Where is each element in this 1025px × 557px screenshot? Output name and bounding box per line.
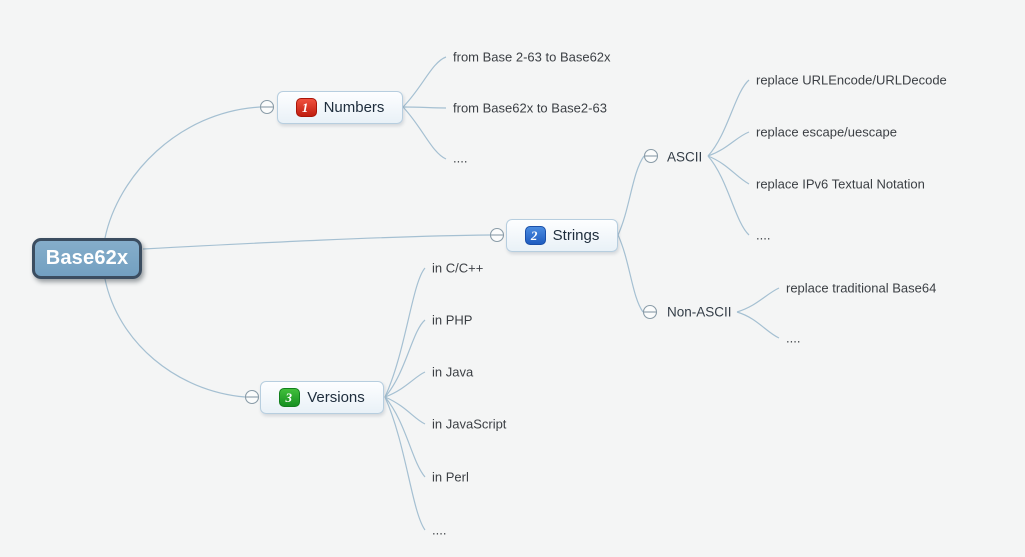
connector-strings-nonascii bbox=[617, 234, 644, 313]
leaf-topic[interactable]: replace URLEncode/URLDecode bbox=[756, 72, 947, 88]
leaf-topic[interactable]: replace IPv6 Textual Notation bbox=[756, 176, 925, 192]
root-label: Base62x bbox=[45, 247, 129, 269]
collapse-icon-ascii[interactable] bbox=[643, 148, 659, 164]
connector-ascii-leaf bbox=[707, 155, 750, 185]
connector-root-numbers bbox=[104, 106, 261, 239]
root-node-base62x[interactable]: Base62x bbox=[32, 238, 142, 279]
collapse-icon-versions[interactable] bbox=[244, 389, 260, 405]
connector-versions-leaf bbox=[384, 267, 426, 398]
connector-ascii-leaf bbox=[707, 155, 750, 236]
leaf-topic[interactable]: from Base 2-63 to Base62x bbox=[453, 49, 611, 65]
connector-ascii-leaf bbox=[707, 131, 750, 157]
connector-versions-leaf bbox=[384, 319, 426, 398]
connector-versions-leaf bbox=[384, 396, 426, 425]
leaf-topic[interactable]: in Perl bbox=[432, 469, 469, 485]
branch-node-strings[interactable]: 2 Strings bbox=[506, 219, 618, 252]
connector-nonascii-leaf bbox=[736, 287, 780, 313]
connector-strings-ascii bbox=[617, 155, 645, 236]
leaf-topic[interactable]: in JavaScript bbox=[432, 416, 507, 432]
leaf-topic[interactable]: .... bbox=[756, 227, 771, 243]
connector-versions-leaf bbox=[384, 371, 426, 398]
branch-node-versions[interactable]: 3 Versions bbox=[260, 381, 384, 414]
branch-label: Strings bbox=[552, 227, 600, 244]
connector-root-versions bbox=[104, 278, 246, 398]
connector-nonascii-leaf bbox=[736, 311, 780, 339]
leaf-topic[interactable]: replace traditional Base64 bbox=[786, 280, 937, 296]
connector-root-strings bbox=[142, 234, 491, 250]
connector-numbers-leaf bbox=[402, 56, 447, 108]
connector-ascii-leaf bbox=[707, 79, 750, 157]
priority-3-icon[interactable]: 3 bbox=[279, 388, 301, 407]
branch-label: Versions bbox=[307, 389, 365, 406]
leaf-topic[interactable]: .... bbox=[453, 150, 468, 166]
connector-versions-leaf bbox=[384, 396, 426, 531]
leaf-topic[interactable]: replace escape/uescape bbox=[756, 124, 897, 140]
priority-1-icon[interactable]: 1 bbox=[295, 98, 317, 117]
subtopic-ascii[interactable]: ASCII bbox=[667, 149, 703, 165]
collapse-icon-strings[interactable] bbox=[489, 227, 505, 243]
leaf-topic[interactable]: in Java bbox=[432, 364, 474, 380]
collapse-icon-nonascii[interactable] bbox=[642, 304, 658, 320]
priority-2-icon[interactable]: 2 bbox=[524, 226, 546, 245]
leaf-topic[interactable]: in C/C++ bbox=[432, 260, 484, 276]
branch-label: Numbers bbox=[323, 99, 385, 116]
subtopic-nonascii[interactable]: Non-ASCII bbox=[667, 304, 732, 320]
leaf-topic[interactable]: from Base62x to Base2-63 bbox=[453, 100, 607, 116]
leaf-topic[interactable]: .... bbox=[432, 522, 447, 538]
leaf-topic[interactable]: in PHP bbox=[432, 312, 473, 328]
connector-versions-leaf bbox=[384, 396, 426, 478]
collapse-icon-numbers[interactable] bbox=[259, 99, 275, 115]
connector-numbers-leaf bbox=[402, 106, 447, 160]
connector-numbers-leaf bbox=[402, 106, 447, 109]
branch-node-numbers[interactable]: 1 Numbers bbox=[277, 91, 403, 124]
leaf-topic[interactable]: .... bbox=[786, 330, 801, 346]
